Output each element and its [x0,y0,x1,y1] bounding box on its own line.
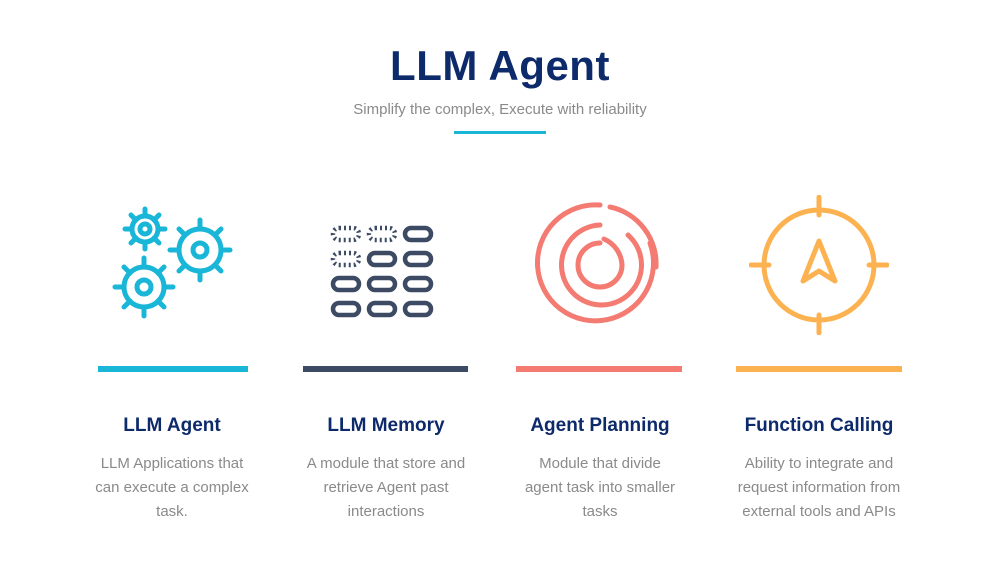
description-line: retrieve Agent past [323,479,449,496]
memory-grid-icon [330,225,434,318]
page-subtitle: Simplify the complex, Execute with relia… [353,101,647,118]
accent-bar-coral [516,366,682,372]
description-line: request information from [737,479,901,496]
card-description: Module that divide agent task into small… [513,452,687,524]
card-description: LLM Applications that can execute a comp… [86,452,258,524]
accent-bar-navy [303,366,468,372]
description-line: can execute a complex [95,479,249,496]
description-line: task. [156,503,188,520]
card-title: Agent Planning [530,415,670,436]
title-underline [454,131,546,134]
feature-card-agent-planning: Agent Planning Module that divide agent … [513,0,687,563]
feature-card-llm-memory: LLM Memory A module that store and retri… [296,0,476,563]
card-title: LLM Memory [327,415,445,436]
page-title: LLM Agent [390,42,610,89]
feature-card-llm-agent: LLM Agent LLM Applications that can exec… [86,0,258,563]
description-line: external tools and APIs [742,503,896,520]
accent-bar-orange [736,366,902,372]
navigation-target-icon [749,195,889,335]
spiral-icon [534,202,659,324]
card-description: Ability to integrate and request informa… [730,452,908,524]
card-title: Function Calling [744,415,894,436]
description-line: Ability to integrate and [744,455,894,472]
gears-icon [112,206,233,319]
description-line: Module that divide [539,455,661,472]
feature-card-function-calling: Function Calling Ability to integrate an… [730,0,908,563]
description-line: interactions [347,503,425,520]
accent-bar-cyan [98,366,248,372]
description-line: tasks [582,503,618,520]
description-line: LLM Applications that [100,455,244,472]
description-line: agent task into smaller [524,479,676,496]
description-line: A module that store and [306,455,466,472]
card-description: A module that store and retrieve Agent p… [296,452,476,524]
card-title: LLM Agent [123,415,221,436]
